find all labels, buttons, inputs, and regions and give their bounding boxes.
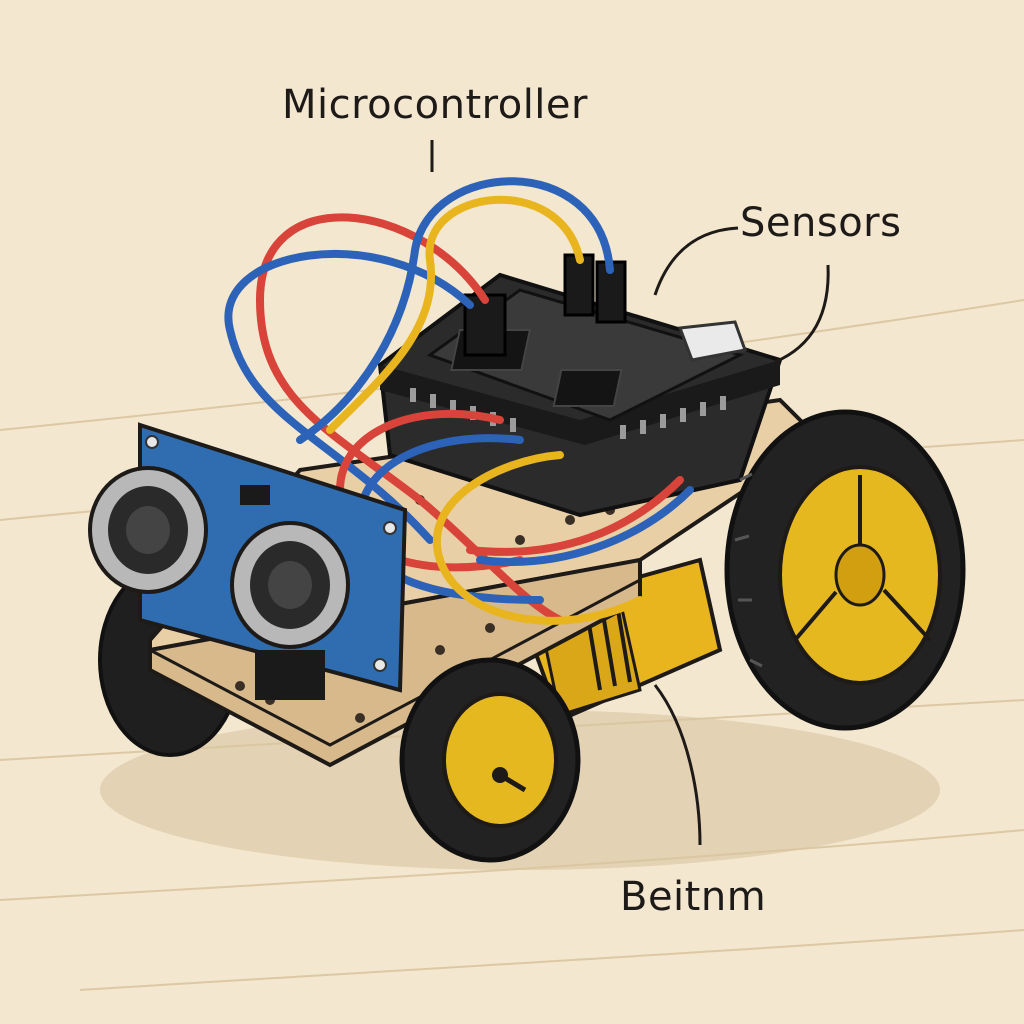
sensors-label: Sensors — [740, 200, 902, 246]
sensor-transducer-left — [88, 466, 208, 594]
rear-right-wheel — [724, 409, 966, 731]
microcontroller-label: Microcontroller — [282, 82, 588, 128]
bottom-label: Beitnm — [620, 874, 767, 920]
leader-sensors-b — [774, 264, 830, 364]
leader-sensors-a — [653, 226, 739, 296]
leader-lines — [430, 140, 830, 846]
front-wheel — [399, 657, 581, 863]
ultrasonic-sensor — [88, 422, 408, 700]
leader-bottom — [653, 684, 702, 846]
sensor-transducer-right — [230, 521, 350, 649]
wires — [224, 177, 694, 625]
